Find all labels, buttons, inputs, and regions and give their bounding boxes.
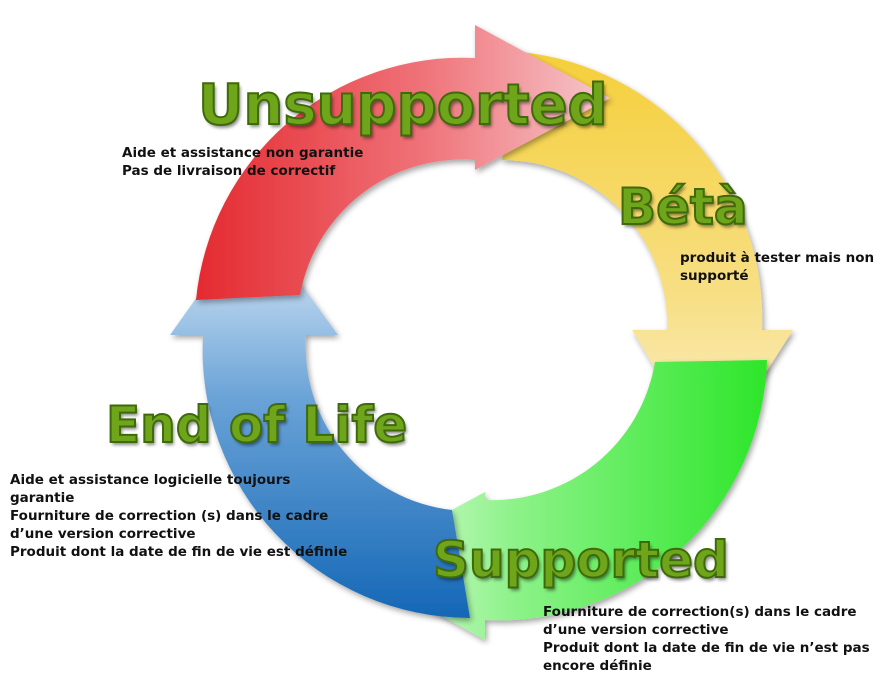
beta-title: Bétà: [617, 178, 749, 236]
beta-description: produit à tester mais non supporté: [680, 249, 874, 285]
description-line: Fourniture de correction (s) dans le cad…: [10, 508, 329, 524]
description-line: d’une version corrective: [10, 526, 196, 542]
description-line: Aide et assistance logicielle toujours: [10, 472, 291, 488]
description-line: garantie: [10, 490, 75, 506]
description-line: Produit dont la date de fin de vie est d…: [10, 544, 348, 560]
unsupported-description: Aide et assistance non garantie Pas de l…: [122, 144, 363, 180]
end-of-life-title: End of Life: [105, 396, 408, 454]
unsupported-title: Unsupported: [197, 73, 609, 138]
description-line: Pas de livraison de correctif: [122, 163, 336, 179]
description-line: Produit dont la date de fin de vie n’est…: [543, 640, 870, 656]
beta-arrow: [502, 52, 793, 460]
description-line: encore définie: [543, 658, 652, 674]
description-line: produit à tester mais non: [680, 250, 875, 266]
description-line: d’une version corrective: [543, 622, 729, 638]
end-of-life-description: Aide et assistance logicielle toujours g…: [10, 471, 347, 561]
unsupported-arrow: [196, 25, 610, 300]
supported-description: Fourniture de correction(s) dans le cadr…: [543, 603, 870, 675]
end-of-life-arrow: [170, 218, 470, 618]
description-line: supporté: [680, 268, 749, 284]
description-line: Fourniture de correction(s) dans le cadr…: [543, 604, 857, 620]
supported-title: Supported: [432, 531, 730, 589]
description-line: Aide et assistance non garantie: [122, 145, 364, 161]
